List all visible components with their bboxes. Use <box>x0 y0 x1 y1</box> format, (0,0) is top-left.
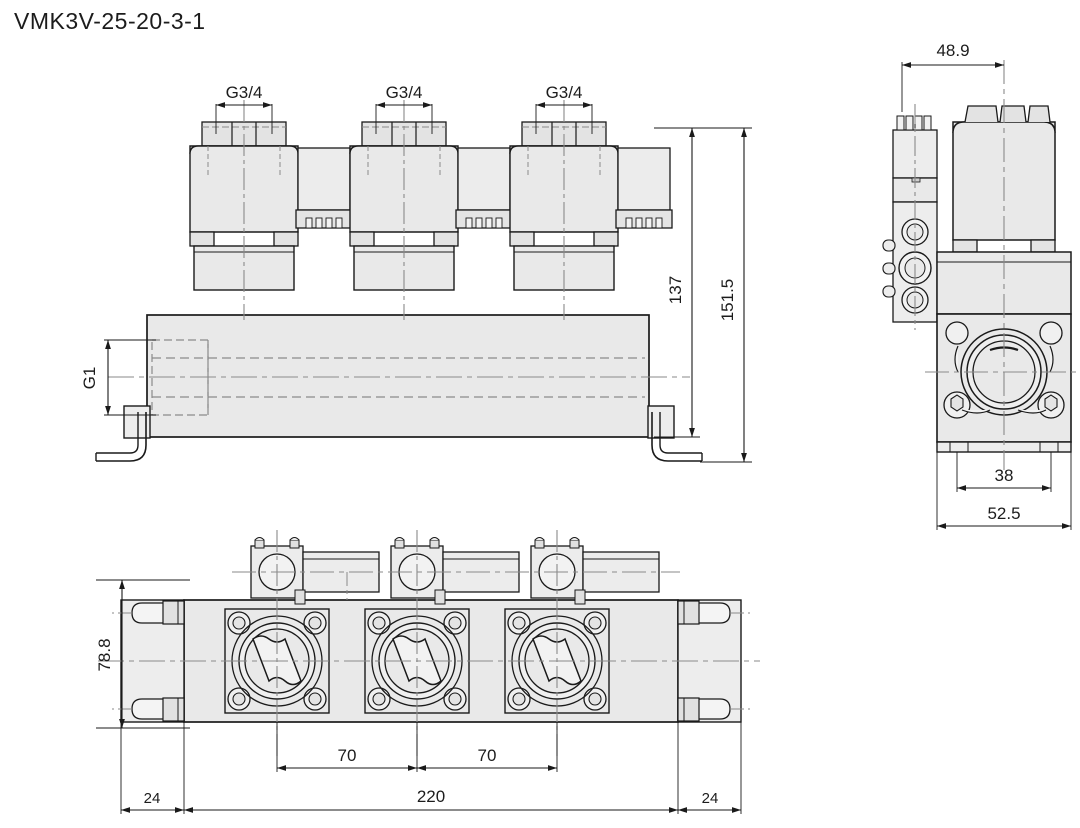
dimension-end-margin-left-24: 24 <box>120 722 184 814</box>
dimension-label-38: 38 <box>995 466 1014 485</box>
dimension-label-78-8: 78.8 <box>95 638 114 671</box>
dimension-label-g34-3: G3/4 <box>546 83 583 102</box>
dimension-mount-width-38: 38 <box>956 452 1052 492</box>
dimension-pitch-70-1: 70 <box>276 722 418 772</box>
dimension-label-24-left: 24 <box>144 790 161 807</box>
dimension-label-g1: G1 <box>80 367 99 390</box>
coil-station-2-plan <box>390 536 520 605</box>
dimension-label-70-2: 70 <box>478 746 497 765</box>
dimension-end-margin-right-24: 24 <box>678 722 742 814</box>
page-title: VMK3V-25-20-3-1 <box>14 8 206 34</box>
dimension-coil-offset-48-9: 48.9 <box>901 41 1004 112</box>
top-plan-view: 78.8 70 70 220 <box>95 530 760 814</box>
valve-station-3-front <box>509 100 673 320</box>
dimension-label-g34-2: G3/4 <box>386 83 423 102</box>
dimension-port-thread-2: G3/4 <box>375 83 433 134</box>
valve-station-2-front <box>349 100 513 320</box>
coil-station-3-plan <box>530 536 660 605</box>
dimension-label-137: 137 <box>666 276 685 304</box>
dimension-label-48-9: 48.9 <box>936 41 969 60</box>
dimension-label-24-right: 24 <box>702 790 719 807</box>
dimension-pitch-70-2: 70 <box>417 722 558 772</box>
dimension-label-70-1: 70 <box>338 746 357 765</box>
dimension-label-220: 220 <box>417 787 445 806</box>
mounting-bracket-right <box>647 405 703 462</box>
side-port-flange <box>925 313 1078 453</box>
dimension-label-g34-1: G3/4 <box>226 83 263 102</box>
right-side-elevation-view: 48.9 38 52.5 <box>882 41 1078 530</box>
side-connector-stack <box>882 115 938 323</box>
valve-station-1-front <box>189 100 353 320</box>
dimension-manifold-port-g1: G1 <box>80 339 156 416</box>
mounting-bracket-left <box>95 405 151 462</box>
dimension-port-thread-1: G3/4 <box>215 83 273 134</box>
dimension-label-52-5: 52.5 <box>987 504 1020 523</box>
dimension-height-151-5: 151.5 <box>692 127 752 463</box>
coil-station-1-plan <box>250 536 380 605</box>
dimension-label-151-5: 151.5 <box>718 279 737 322</box>
dimension-port-thread-3: G3/4 <box>535 83 593 134</box>
dimension-body-width-52-5: 52.5 <box>936 452 1072 530</box>
dimension-overall-length-220: 220 <box>183 722 679 814</box>
front-elevation-view: G3/4 G3/4 G3/4 G1 <box>80 83 752 463</box>
dimension-height-137: 137 <box>654 127 700 438</box>
manifold-body-front <box>108 314 690 438</box>
dimension-body-depth-78-8: 78.8 <box>95 579 190 729</box>
